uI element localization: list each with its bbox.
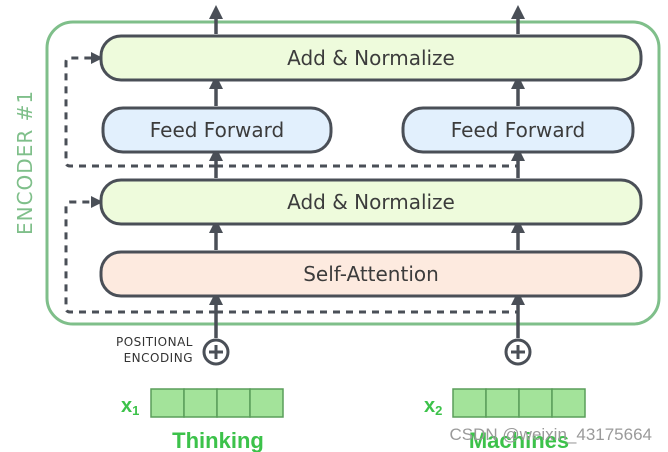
encoder-title: ENCODER #1 [13, 90, 37, 235]
add-normalize-bottom-box [99, 178, 643, 226]
feed-forward-right-box [401, 106, 635, 154]
embedding-vector-1 [150, 388, 284, 418]
add-normalize-top-label: Add & Normalize [287, 46, 455, 70]
input-word-2: Machines [469, 428, 569, 452]
feed-forward-left-box [101, 106, 333, 154]
self-attention-label: Self-Attention [303, 262, 439, 286]
positional-label-line2: ENCODING [124, 351, 193, 365]
input-symbol-2: x2 [424, 395, 442, 418]
add-normalize-bottom-label: Add & Normalize [287, 190, 455, 214]
input-word-1: Thinking [172, 428, 264, 452]
residual-connection-top [64, 52, 216, 168]
feed-forward-left-label: Feed Forward [150, 118, 285, 142]
embedding-vector-2 [452, 388, 586, 418]
positional-add-icon-right [504, 338, 532, 366]
watermark: CSDN @weixin_43175664 [450, 425, 652, 444]
feed-forward-right-label: Feed Forward [451, 118, 586, 142]
residual-connection-bottom [64, 196, 216, 314]
positional-label-line1: POSITIONAL [116, 335, 193, 349]
self-attention-box [99, 250, 643, 298]
positional-add-icon-left [202, 338, 230, 366]
add-normalize-top-box [99, 34, 643, 82]
encoder-frame [45, 20, 661, 326]
input-symbol-1: x1 [121, 395, 139, 418]
